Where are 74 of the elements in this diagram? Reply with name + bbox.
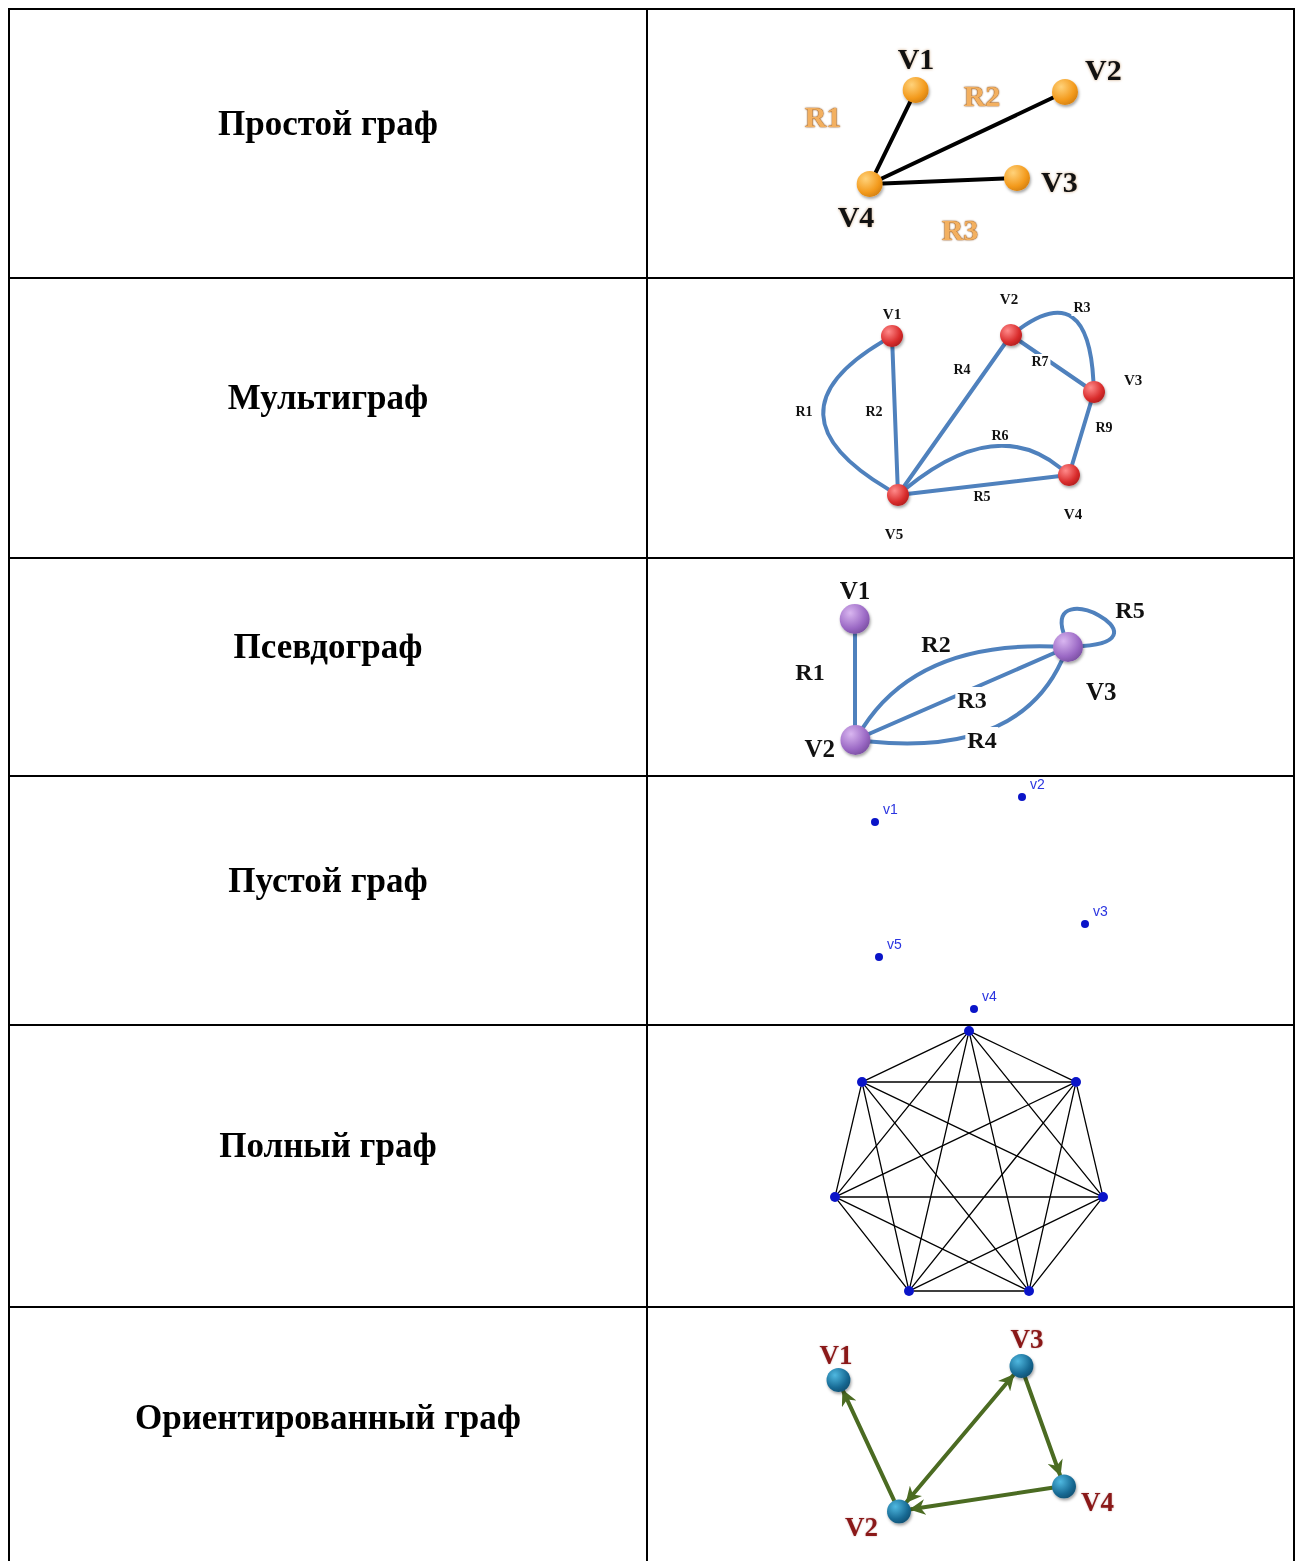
graph-edge (912, 1198, 1100, 1290)
arrow (841, 1388, 896, 1503)
vertex-label: V2 (804, 735, 835, 761)
graph-edge (864, 1085, 1027, 1288)
vertex-dot (904, 1286, 914, 1296)
graph-edge (911, 1085, 1074, 1288)
vertex-label: V3 (1124, 372, 1143, 388)
graph-edge (890, 345, 900, 486)
vertex-dot (1024, 1286, 1034, 1296)
vertex-dot (857, 1077, 867, 1087)
graph-edge (971, 1034, 1101, 1194)
vertex-label: V1 (839, 578, 871, 603)
row-title: Пустой граф (228, 860, 428, 901)
vertex-label: V1 (897, 44, 935, 74)
vertex-dot (1071, 1077, 1081, 1087)
graph-edge (904, 443, 1063, 491)
vertex-label: V2 (999, 292, 1019, 307)
graph-edge (866, 651, 1057, 736)
arrow (904, 1373, 1016, 1504)
graph-edge (1070, 400, 1093, 467)
vertex-label: v4 (982, 989, 997, 1003)
graph-edge (862, 1086, 909, 1287)
graph-edge (821, 339, 891, 492)
row-title: Простой граф (218, 103, 438, 144)
graph-edge (1029, 1086, 1076, 1287)
vertex-dot (1098, 1192, 1108, 1202)
graph-edge (839, 1196, 1099, 1198)
graph-edge (837, 1034, 967, 1194)
graph-edge (835, 1086, 862, 1193)
graph-edge (1018, 339, 1087, 388)
vertex-dot (964, 1026, 974, 1036)
row-title: Полный граф (219, 1126, 437, 1166)
vertex-label: V1 (819, 1342, 853, 1369)
graph-edge (1031, 1200, 1101, 1288)
graph-edge (853, 632, 857, 727)
vertex-label: V3 (1086, 678, 1117, 704)
edge-label: R6 (989, 428, 1011, 444)
vertex-label: v5 (887, 937, 902, 951)
row-title: Псевдограф (233, 627, 423, 667)
graph-edge (1059, 607, 1117, 648)
vertex-label: V4 (837, 202, 875, 232)
graph-edge (866, 1081, 1072, 1083)
graph-edge (909, 1035, 969, 1287)
graph-edge (969, 1035, 1029, 1287)
graph-edge (837, 1200, 907, 1288)
vertex-label: V4 (1063, 507, 1083, 522)
vertex-label: V4 (1081, 1488, 1114, 1516)
graph-edge (873, 99, 913, 175)
graph-edge (865, 1032, 966, 1081)
vertex-label: v1 (883, 802, 898, 816)
row-title: Ориентированный граф (134, 1398, 522, 1438)
arrow (1023, 1375, 1063, 1477)
vertex-label: V3 (1041, 167, 1078, 197)
row-title: Мультиграф (227, 378, 429, 418)
graph-edge (881, 176, 1006, 186)
vertex-label: V2 (1085, 55, 1122, 85)
graph-edge (972, 1032, 1073, 1081)
graph-edge (913, 1290, 1025, 1292)
vertex-label: V3 (1010, 1326, 1044, 1353)
vertex-label: V5 (884, 527, 904, 542)
graph-edge (1076, 1086, 1103, 1193)
vertex-dot (830, 1192, 840, 1202)
graph-edge (865, 1083, 1100, 1196)
edge-label: R3 (1071, 300, 1093, 316)
vertex-label: v2 (1030, 777, 1045, 791)
graph-edge (838, 1083, 1073, 1196)
graph-edge (838, 1198, 1026, 1290)
graph-edge (902, 342, 1007, 488)
vertex-label: V2 (845, 1513, 878, 1541)
graph-edge (861, 644, 1055, 730)
graph-edge (1017, 310, 1096, 383)
graph-edge (879, 95, 1056, 181)
vertex-label: V1 (882, 307, 902, 322)
vertex-label: v3 (1093, 904, 1108, 918)
